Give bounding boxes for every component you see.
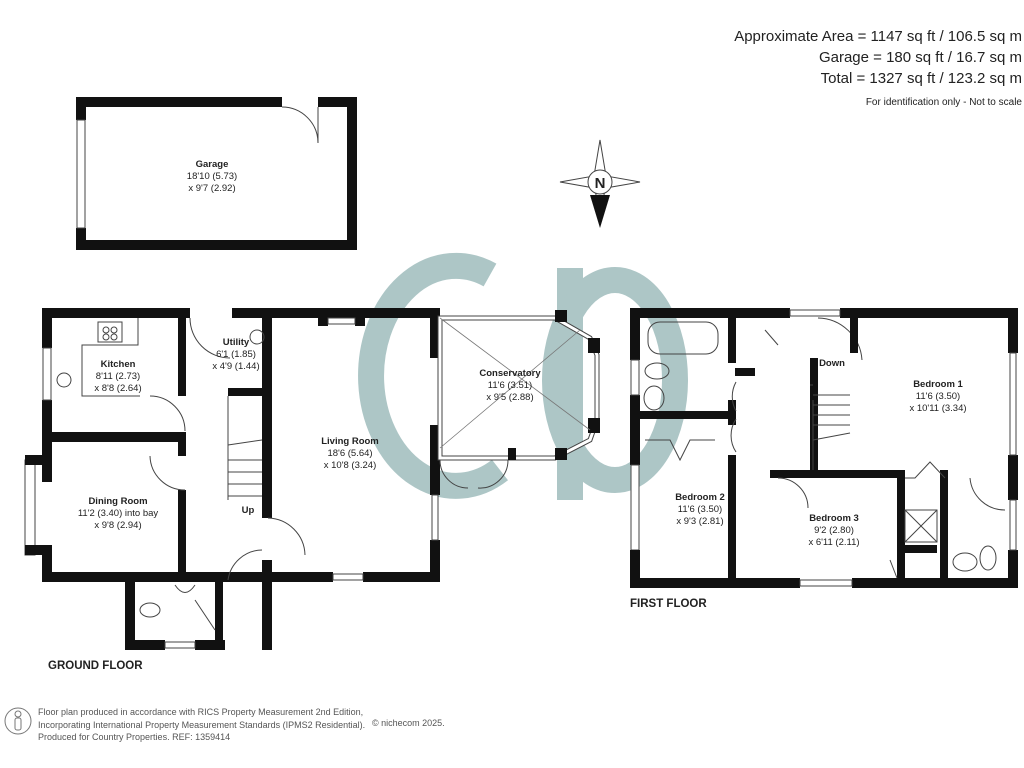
- room-garage-label: Garage 18'10 (5.73) x 9'7 (2.92): [187, 159, 237, 194]
- garage-area: Garage = 180 sq ft / 16.7 sq m: [818, 49, 1022, 66]
- room-dimension: 11'6 (3.50): [916, 391, 960, 402]
- footer-text: Floor plan produced in accordance with R…: [38, 706, 365, 744]
- footer-line-1: Floor plan produced in accordance with R…: [38, 707, 364, 717]
- room-dimension: 11'6 (3.50): [678, 504, 722, 515]
- footer-line-2: Incorporating International Property Mea…: [38, 719, 366, 730]
- north-compass-icon: N: [559, 139, 641, 228]
- compass-north-label: N: [595, 175, 606, 192]
- room-name: Living Room: [321, 436, 379, 447]
- room-living-label: Living Room 18'6 (5.64) x 10'8 (3.24): [321, 436, 379, 471]
- approximate-area: Approximate Area = 1147 sq ft / 106.5 sq…: [734, 28, 1022, 45]
- room-utility-label: Utility 6'1 (1.85) x 4'9 (1.44): [212, 337, 259, 372]
- copyright: © nichecom 2025.: [372, 718, 445, 728]
- first-floor-plan: [630, 308, 1018, 588]
- room-dimension: 18'6 (5.64): [327, 448, 372, 459]
- garage-plan: [76, 97, 357, 250]
- room-name: Bedroom 1: [913, 379, 963, 390]
- room-name: Bedroom 3: [809, 513, 859, 524]
- room-bedroom3-label: Bedroom 3 9'2 (2.80) x 6'11 (2.11): [808, 513, 859, 548]
- room-dimension: x 9'8 (2.94): [94, 520, 141, 531]
- watermark-logo: [358, 252, 688, 500]
- room-dimension: x 10'11 (3.34): [909, 403, 966, 414]
- room-bedroom1-label: Bedroom 1 11'6 (3.50) x 10'11 (3.34): [909, 379, 966, 414]
- room-dimension: 11'6 (3.51): [488, 380, 532, 391]
- room-dimension: 18'10 (5.73): [187, 171, 237, 182]
- conservatory-plan: [437, 310, 600, 489]
- room-conservatory-label: Conservatory 11'6 (3.51) x 9'5 (2.88): [479, 368, 541, 403]
- room-name: Kitchen: [101, 359, 136, 370]
- room-dimension: 9'2 (2.80): [814, 525, 854, 536]
- total-area: Total = 1327 sq ft / 123.2 sq m: [820, 70, 1022, 87]
- room-kitchen-label: Kitchen 8'11 (2.73) x 8'8 (2.64): [94, 359, 141, 394]
- room-name: Conservatory: [479, 368, 541, 379]
- room-name: Utility: [223, 337, 250, 348]
- room-dimension: 11'2 (3.40) into bay: [78, 508, 159, 519]
- room-dimension: x 6'11 (2.11): [808, 537, 859, 548]
- room-bedroom2-label: Bedroom 2 11'6 (3.50) x 9'3 (2.81): [675, 492, 725, 527]
- room-name: Dining Room: [88, 496, 147, 507]
- room-dimension: x 8'8 (2.64): [94, 383, 141, 394]
- first-floor-label: FIRST FLOOR: [630, 598, 707, 610]
- ground-floor-plan: [24, 308, 440, 650]
- stairs-up-label: Up: [242, 505, 255, 516]
- area-summary: Approximate Area = 1147 sq ft / 106.5 sq…: [734, 26, 1022, 113]
- room-dimension: x 9'7 (2.92): [188, 183, 235, 194]
- room-dimension: 8'11 (2.73): [96, 371, 140, 382]
- room-dimension: x 4'9 (1.44): [212, 361, 259, 372]
- ground-floor-label: GROUND FLOOR: [48, 660, 143, 672]
- room-name: Bedroom 2: [675, 492, 725, 503]
- room-dimension: x 9'5 (2.88): [486, 392, 533, 403]
- footer-line-3: Produced for Country Properties. REF: 13…: [38, 732, 231, 742]
- room-dimension: x 9'3 (2.81): [676, 516, 723, 527]
- person-icon: [4, 707, 32, 735]
- room-dining-label: Dining Room 11'2 (3.40) into bay x 9'8 (…: [78, 496, 159, 531]
- stairs-down-label: Down: [819, 358, 845, 369]
- room-dimension: 6'1 (1.85): [216, 349, 256, 360]
- room-name: Garage: [196, 159, 229, 170]
- room-dimension: x 10'8 (3.24): [324, 460, 377, 471]
- scale-note: For identification only - Not to scale: [865, 97, 1022, 108]
